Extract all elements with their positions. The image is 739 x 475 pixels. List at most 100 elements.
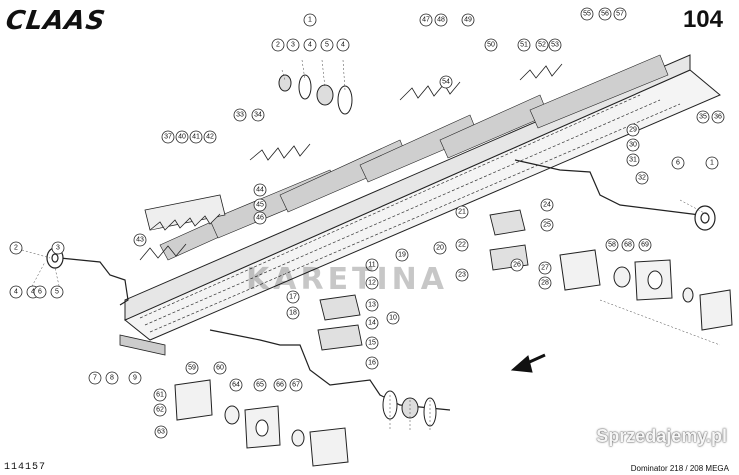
callout-number: 67 <box>292 382 300 389</box>
callout-number: 9 <box>133 375 137 382</box>
callout-number: 24 <box>543 202 551 209</box>
callout-number: 52 <box>538 42 546 49</box>
callout-number: 45 <box>256 202 264 209</box>
callout-number: 25 <box>543 222 551 229</box>
callout-circle <box>626 138 640 152</box>
callout-circle <box>365 356 379 370</box>
callout-number: 23 <box>458 272 466 279</box>
callout-circle <box>286 290 300 304</box>
model-name: Dominator 218 / 208 MEGA <box>630 464 729 473</box>
callout-number: 51 <box>520 42 528 49</box>
callout-circle <box>455 205 469 219</box>
callout-number: 54 <box>442 79 450 86</box>
callout-number: 5 <box>325 42 329 49</box>
callout-number: 17 <box>289 294 297 301</box>
callout-number: 4 <box>341 42 345 49</box>
callout-number: 65 <box>256 382 264 389</box>
leader-lines <box>21 59 721 430</box>
callout-circle <box>105 371 119 385</box>
callout-circle <box>51 241 65 255</box>
callout-circle <box>535 38 549 52</box>
callout-number: 5 <box>55 289 59 296</box>
callout-number: 8 <box>110 375 114 382</box>
callout-number: 3 <box>291 42 295 49</box>
callout-circle <box>229 378 243 392</box>
callout-number: 64 <box>232 382 240 389</box>
callout-circle <box>696 110 710 124</box>
bearing-housings-left <box>174 379 349 467</box>
callout-number: 14 <box>368 320 376 327</box>
callout-number: 48 <box>437 17 445 24</box>
callout-number: 12 <box>368 280 376 287</box>
callout-number: 3 <box>56 245 60 252</box>
callout-number: 61 <box>156 392 164 399</box>
callout-circle <box>626 123 640 137</box>
callout-circle <box>395 248 409 262</box>
callout-circle <box>253 211 267 225</box>
callout-number: 6 <box>676 160 680 167</box>
callout-circle <box>455 238 469 252</box>
callout-number: 11 <box>368 262 375 269</box>
callout-number: 41 <box>192 134 200 141</box>
callout-number: 33 <box>236 112 244 119</box>
callout-circle <box>540 218 554 232</box>
callout-circle <box>253 183 267 197</box>
callout-number: 31 <box>629 157 637 164</box>
callout-circle <box>303 13 317 27</box>
callout-number: 4 <box>31 289 35 296</box>
crankshaft-right <box>514 159 716 231</box>
callout-number: 43 <box>136 237 144 244</box>
callout-number: 56 <box>601 11 609 18</box>
callout-circle <box>635 171 649 185</box>
callout-number: 22 <box>458 242 466 249</box>
callout-number: 21 <box>458 209 466 216</box>
callout-number: 28 <box>541 280 549 287</box>
callout-circle <box>251 108 265 122</box>
callout-circle <box>33 285 47 299</box>
callout-circle <box>286 38 300 52</box>
callout-number: 35 <box>699 114 707 121</box>
callout-number: 47 <box>422 17 430 24</box>
callout-number: 7 <box>93 375 97 382</box>
callout-number: 2 <box>276 42 280 49</box>
callout-number: 27 <box>541 265 549 272</box>
bearing-housings-right <box>559 249 733 331</box>
callout-circle <box>626 153 640 167</box>
callout-circle <box>161 130 175 144</box>
callout-number: 20 <box>436 245 444 252</box>
callout-number: 53 <box>551 42 559 49</box>
callout-circle <box>540 198 554 212</box>
callout-number: 62 <box>156 407 164 414</box>
callout-circle <box>154 425 168 439</box>
callout-number: 37 <box>164 134 172 141</box>
callout-circle <box>705 156 719 170</box>
callout-circle <box>484 38 498 52</box>
callout-circle <box>455 268 469 282</box>
callout-number: 49 <box>464 17 472 24</box>
callout-circle <box>671 156 685 170</box>
callout-number: 16 <box>368 360 376 367</box>
callout-number: 63 <box>157 429 165 436</box>
callout-number: 44 <box>256 187 264 194</box>
callout-number: 29 <box>629 127 637 134</box>
callout-circle <box>153 403 167 417</box>
callout-number: 59 <box>188 365 196 372</box>
callout-circle <box>433 241 447 255</box>
callout-circle <box>88 371 102 385</box>
callout-number: 66 <box>276 382 284 389</box>
callout-number: 36 <box>714 114 722 121</box>
callout-circle <box>613 7 627 21</box>
callout-circle <box>434 13 448 27</box>
callout-circle <box>419 13 433 27</box>
callout-number: 32 <box>638 175 646 182</box>
callout-number: 40 <box>178 134 186 141</box>
bearing-discs-upper <box>278 74 353 115</box>
callout-number: 10 <box>389 315 397 322</box>
callout-circle <box>605 238 619 252</box>
cover-plate-9 <box>119 334 166 356</box>
callout-number: 69 <box>641 242 649 249</box>
callout-circle <box>233 108 247 122</box>
callout-number: 58 <box>608 242 616 249</box>
